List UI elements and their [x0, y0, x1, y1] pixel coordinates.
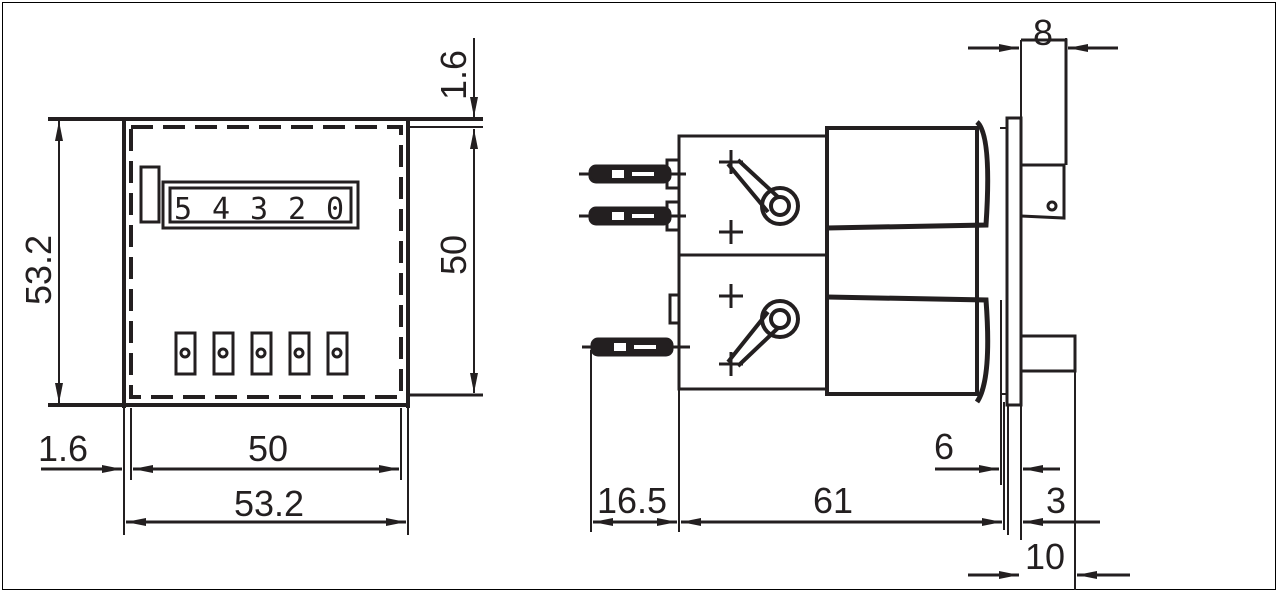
indicator-slot — [139, 165, 161, 224]
rear-body-lower — [677, 253, 829, 391]
dim-side-body-depth: 61 — [813, 480, 853, 521]
front-inner-dashed-outline — [129, 125, 403, 399]
spring-upper — [726, 158, 800, 226]
dim-front-height-inner: 50 — [433, 235, 474, 275]
front-plate — [1005, 116, 1023, 407]
front-outer-frame — [48, 117, 483, 408]
front-view — [41, 38, 483, 535]
reset-buttons — [174, 331, 349, 376]
dim-front-width-inner: 50 — [248, 428, 288, 469]
dim-side-bezel-gap: 6 — [934, 426, 954, 467]
dim-side-front-projection: 10 — [1025, 536, 1065, 577]
dim-front-top-offset: 1.6 — [433, 50, 474, 100]
dim-front-width-outer: 53.2 — [234, 483, 304, 524]
counter-digit-2: 4 — [212, 192, 230, 227]
bezel-curve-upper — [826, 120, 991, 231]
terminal-pins — [579, 158, 690, 357]
front-dimension-lines — [41, 38, 478, 535]
side-dimension-lines — [590, 38, 1130, 579]
bezel-curve-lower — [826, 294, 991, 404]
knob-screw — [1046, 200, 1058, 212]
front-knob-upper — [1020, 38, 1068, 220]
dim-front-height-outer: 53.2 — [18, 235, 59, 305]
dim-side-terminal-length: 16.5 — [597, 480, 667, 521]
dim-side-front-width: 8 — [1033, 12, 1053, 53]
counter-window-inner — [168, 186, 353, 224]
counter-digit-5: 0 — [326, 192, 344, 227]
side-view — [579, 38, 1130, 590]
spring-lower — [726, 299, 800, 368]
counter-window-outer — [161, 180, 360, 230]
front-knob-lower — [1019, 334, 1077, 373]
dim-side-panel-thickness: 3 — [1046, 480, 1066, 521]
counter-digit-4: 2 — [288, 192, 306, 227]
pivot-marks — [719, 150, 743, 376]
main-housing — [825, 126, 979, 396]
counter-digits: 5 4 3 2 0 — [174, 192, 344, 227]
dim-front-left-offset: 1.6 — [38, 428, 88, 469]
counter-digit-3: 3 — [250, 192, 268, 227]
counter-digit-1: 5 — [174, 192, 192, 227]
